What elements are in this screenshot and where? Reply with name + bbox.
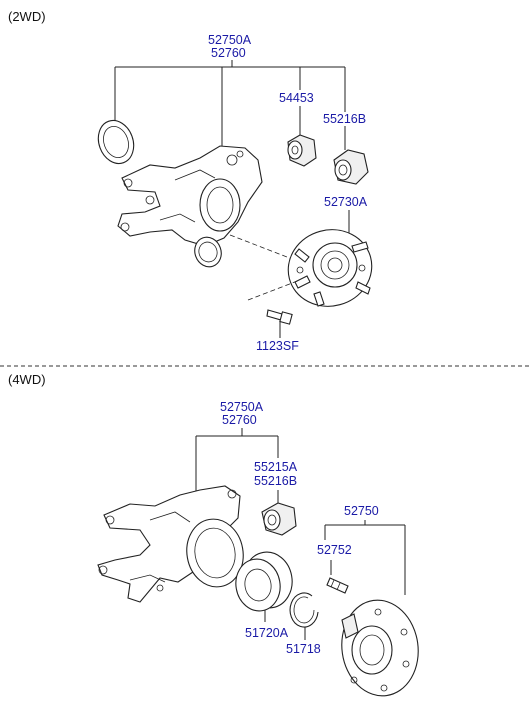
part-number-55216b-2wd[interactable]: 55216B (323, 112, 366, 126)
part-number-52730a[interactable]: 52730A (324, 195, 368, 209)
knuckle-2wd (117, 145, 263, 247)
lower-seal-ring-2wd (194, 236, 222, 268)
knuckle-4wd (97, 485, 244, 603)
part-number-52750a-4wd[interactable]: 52750A (220, 400, 264, 414)
bushing-4wd (261, 502, 297, 536)
seal-ring-2wd (97, 119, 135, 165)
hub-assembly-52730a (229, 229, 373, 307)
part-number-51720a[interactable]: 51720A (245, 626, 289, 640)
bushing-55216b-2wd (333, 149, 369, 185)
bolt-1123sf (247, 279, 301, 325)
section-label-2wd: (2WD) (8, 9, 46, 24)
snap-ring-51718 (289, 592, 319, 628)
part-number-51718[interactable]: 51718 (286, 642, 321, 656)
bushing-54453 (287, 134, 317, 167)
part-number-54453[interactable]: 54453 (279, 91, 314, 105)
part-number-52750a-2wd[interactable]: 52750A (208, 33, 252, 47)
part-number-1123sf[interactable]: 1123SF (256, 339, 299, 353)
part-number-52760-2wd[interactable]: 52760 (211, 46, 246, 60)
bolt-52752 (326, 577, 349, 594)
part-number-52750[interactable]: 52750 (344, 504, 379, 518)
leader-lines-4wd (195, 428, 406, 640)
part-number-52760-4wd[interactable]: 52760 (222, 413, 257, 427)
hub-52750 (341, 599, 419, 697)
part-number-52752[interactable]: 52752 (317, 543, 352, 557)
part-number-55215a[interactable]: 55215A (254, 460, 298, 474)
bearing-51720a (235, 551, 293, 612)
section-label-4wd: (4WD) (8, 372, 46, 387)
part-number-55216b-4wd[interactable]: 55216B (254, 474, 297, 488)
leader-lines-2wd (114, 60, 350, 338)
